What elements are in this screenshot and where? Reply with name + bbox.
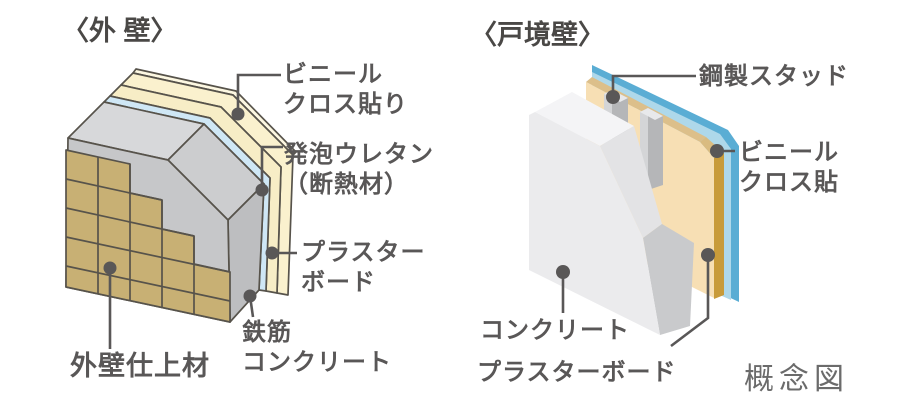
label-vinyl-cloth-right: ビニール クロス貼 xyxy=(739,139,839,196)
label-steel-stud: 鋼製スタッド xyxy=(699,63,849,90)
exterior-wall-illustration xyxy=(65,68,297,323)
callout-dot-plasterboard-left xyxy=(265,246,279,260)
plasterboard-side-edge-gold xyxy=(714,153,724,299)
callout-dot-vinyl-right xyxy=(710,144,724,158)
label-urethane: 発泡ウレタン （断熱材） xyxy=(284,141,434,198)
label-finish-material: 外壁仕上材 xyxy=(70,351,210,381)
partition-wall-illustration xyxy=(529,65,739,335)
callout-line-plasterboard-right xyxy=(670,255,710,348)
callout-dot-concrete-right xyxy=(556,265,570,279)
callout-line-urethane xyxy=(260,145,283,190)
callout-dot-concrete-left xyxy=(243,289,257,303)
caption-conceptual-diagram: 概念図 xyxy=(744,362,849,397)
label-reinforced-concrete: 鉄筋 コンクリート xyxy=(242,319,392,376)
callout-dot-plasterboard-right xyxy=(701,248,715,262)
callout-line-vinyl-left xyxy=(236,73,281,114)
stud2-front xyxy=(648,108,663,190)
tile-grid-lines xyxy=(65,157,231,315)
exterior-wall-callout-dots xyxy=(103,107,279,303)
callout-dot-vinyl-left xyxy=(231,107,245,121)
stud2-top xyxy=(640,108,663,120)
label-concrete-right: コンクリート xyxy=(480,317,630,344)
exterior-wall-title: 〈外 壁〉 xyxy=(62,16,178,46)
callout-dot-stud xyxy=(606,90,620,104)
label-plasterboard-right: プラスターボード xyxy=(477,359,677,386)
partition-wall-callout-dots xyxy=(556,90,724,279)
partition-wall-title: 〈戸境壁〉 xyxy=(470,20,605,50)
concrete-top-face-right xyxy=(535,92,634,146)
callout-dot-urethane xyxy=(255,183,269,197)
concrete-side-face-right xyxy=(643,224,694,335)
label-vinyl-cloth-left: ビニール クロス貼り xyxy=(283,61,408,118)
label-plasterboard-left: プラスター ボード xyxy=(301,239,426,296)
concrete-chamfer-face-right xyxy=(600,126,662,238)
callout-dot-finish xyxy=(103,261,117,275)
